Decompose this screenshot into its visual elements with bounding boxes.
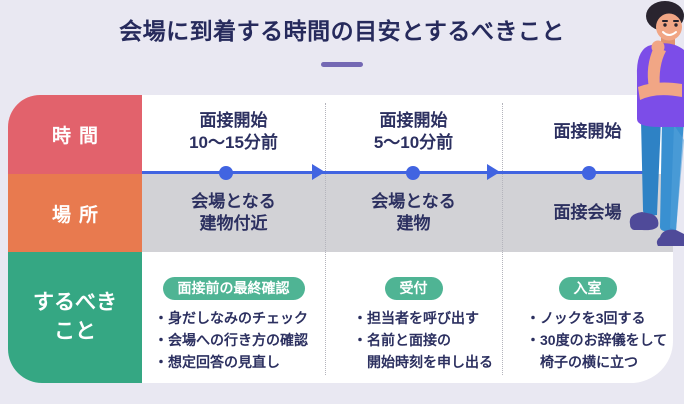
place-cell-3: 面接会場 xyxy=(553,202,622,222)
row-header-todo: するべき こと xyxy=(8,252,142,383)
time-cell-3: 面接開始 xyxy=(553,121,622,141)
title-underline xyxy=(321,62,363,67)
timeline-arrow-icon xyxy=(487,164,500,180)
column-separator xyxy=(502,103,503,375)
todo-item: ・担当者を呼び出す xyxy=(353,310,479,327)
timeline-dot-icon xyxy=(219,166,233,180)
todo-item: ・名前と面接の 開始時刻を申し出る xyxy=(353,332,493,371)
todo-item: ・30度のお辞儀をして 椅子の横に立つ xyxy=(526,332,668,371)
todo-list-2: ・担当者を呼び出す ・名前と面接の 開始時刻を申し出る xyxy=(325,307,502,373)
time-cell-1: 面接開始 10〜15分前 xyxy=(189,110,278,152)
todo-item: ・会場への行き方の確認 xyxy=(154,332,308,349)
timeline-line xyxy=(142,171,654,174)
timeline-dot-icon xyxy=(406,166,420,180)
time-cell-2: 面接開始 5〜10分前 xyxy=(373,110,454,152)
schedule-card: 時間 場所 するべき こと 面接開始 10〜15分前 面接開始 5〜10分前 面… xyxy=(8,95,673,383)
row-header-place-label: 場所 xyxy=(51,204,106,226)
todo-column-1: 面接前の最終確認 ・身だしなみのチェック ・会場への行き方の確認 ・想定回答の見… xyxy=(142,252,325,383)
timeline-arrow-icon xyxy=(312,164,325,180)
todo-item: ・想定回答の見直し xyxy=(154,354,280,371)
page-title: 会場に到着する時間の目安とするべきこと xyxy=(119,18,565,44)
todo-list-1: ・身だしなみのチェック ・会場への行き方の確認 ・想定回答の見直し xyxy=(142,307,325,373)
place-cell-2: 会場となる 建物 xyxy=(371,191,456,233)
todo-item: ・身だしなみのチェック xyxy=(154,310,308,327)
thinking-person-illustration xyxy=(629,1,684,246)
row-header-time: 時間 xyxy=(8,95,142,174)
todo-badge-1: 面接前の最終確認 xyxy=(162,277,305,301)
todo-column-3: 入室 ・ノックを3回する ・30度のお辞儀をして 椅子の横に立つ xyxy=(502,252,673,383)
place-row-band xyxy=(142,174,673,252)
todo-item: ・ノックを3回する xyxy=(526,310,646,327)
todo-list-3: ・ノックを3回する ・30度のお辞儀をして 椅子の横に立つ xyxy=(502,307,673,373)
row-header-time-label: 時間 xyxy=(51,126,106,147)
todo-column-2: 受付 ・担当者を呼び出す ・名前と面接の 開始時刻を申し出る xyxy=(325,252,502,383)
todo-badge-3: 入室 xyxy=(558,277,617,301)
column-separator xyxy=(325,103,326,375)
row-header-place: 場所 xyxy=(8,174,142,252)
place-cell-1: 会場となる 建物付近 xyxy=(191,191,276,233)
todo-badge-2: 受付 xyxy=(384,277,443,301)
timeline-dot-icon xyxy=(582,166,596,180)
